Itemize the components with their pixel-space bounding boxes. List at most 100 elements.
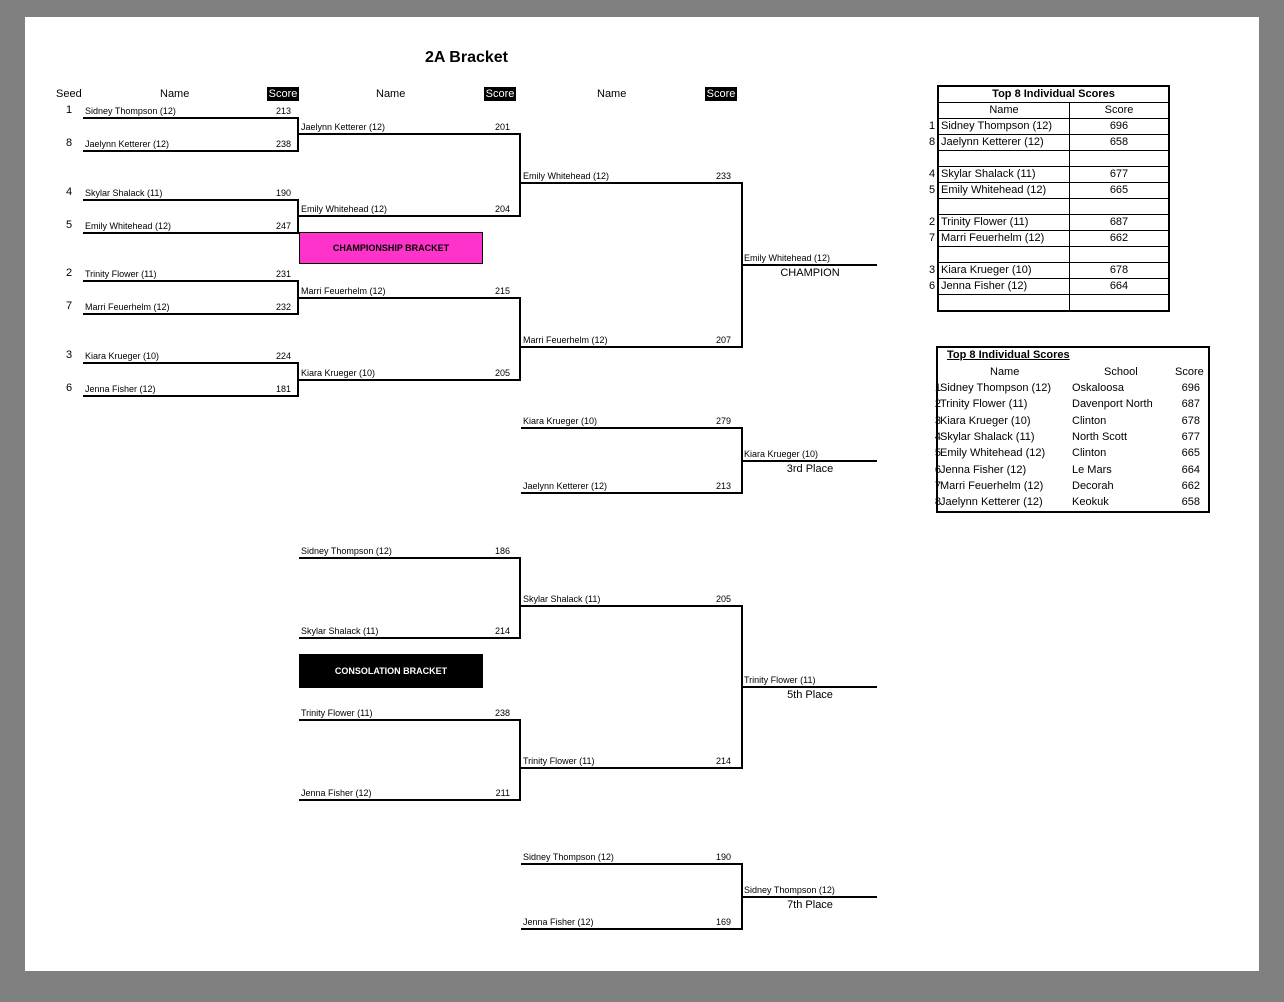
player-name: Kiara Krueger (10) <box>85 351 160 361</box>
player-name-text: Jaelynn Ketterer (12) <box>941 136 1044 148</box>
player-name-text: Emily Whitehead (12) <box>941 184 1047 196</box>
name-header-r1: Name <box>160 88 190 100</box>
player-name: 8 Jaelynn Ketterer (12) <box>929 134 1070 151</box>
bracket-line <box>521 928 743 930</box>
player-name: Marri Feuerhelm (12) <box>301 286 386 296</box>
champion-label: CHAMPION <box>780 267 840 279</box>
player-name: Marri Feuerhelm (12) <box>85 302 170 312</box>
player-name: Trinity Flower (11) <box>85 269 157 279</box>
player-name: Kiara Krueger (10) <box>940 414 1031 427</box>
bracket-line <box>297 117 299 152</box>
seed-rank: 8 <box>929 136 936 148</box>
bracket-line <box>521 605 743 607</box>
player-name: Jenna Fisher (12) <box>940 463 1027 476</box>
fifth-place-winner: Trinity Flower (11) <box>744 675 816 685</box>
player-name-text: Sidney Thompson (12) <box>941 120 1053 132</box>
seed-number: 3 <box>65 349 73 361</box>
bracket-line <box>299 379 521 381</box>
score-column-header: Score <box>1069 102 1170 119</box>
bracket-line <box>521 427 743 429</box>
player-name: Kiara Krueger (10) <box>523 416 598 426</box>
bracket-line <box>83 362 299 364</box>
player-score: 215 <box>494 286 510 296</box>
player-score: 233 <box>715 171 731 181</box>
score: 678 <box>1181 414 1200 427</box>
score: 696 <box>1181 382 1200 394</box>
player-name: Jenna Fisher (12) <box>85 384 156 394</box>
seed-number: 1 <box>65 104 73 116</box>
player-score: 658 <box>1069 134 1170 151</box>
seed-number: 2 <box>65 267 73 279</box>
bracket-line <box>741 182 743 348</box>
school: Clinton <box>1072 414 1107 427</box>
player-name <box>937 150 1070 167</box>
bracket-line <box>83 232 299 234</box>
player-score: 238 <box>275 139 291 149</box>
bracket-line <box>83 199 299 201</box>
player-score: 231 <box>275 269 291 279</box>
table-row: 8 Jaelynn Ketterer (12) 658 <box>929 134 1170 151</box>
player-name: Emily Whitehead (12) <box>301 204 388 214</box>
school: Oskaloosa <box>1072 382 1124 394</box>
bracket-line <box>743 264 877 266</box>
player-name: Sidney Thompson (12) <box>85 106 176 116</box>
player-score <box>1069 246 1170 263</box>
bracket-line <box>519 297 521 381</box>
player-name: Kiara Krueger (10) <box>301 368 376 378</box>
player-name <box>937 294 1070 312</box>
rank: 7 <box>934 479 941 492</box>
seventh-place-winner: Sidney Thompson (12) <box>744 885 835 895</box>
player-name: Marri Feuerhelm (12) <box>523 335 608 345</box>
player-name: Sidney Thompson (12) <box>301 546 392 556</box>
player-score: 677 <box>1069 166 1170 183</box>
rank: 2 <box>934 398 941 411</box>
player-name-text: Jenna Fisher (12) <box>941 280 1028 292</box>
seed-number: 6 <box>65 382 73 394</box>
player-score <box>1069 294 1170 312</box>
bracket-line <box>297 199 299 234</box>
score: 665 <box>1181 447 1200 460</box>
player-score: 279 <box>715 416 731 426</box>
champion-name: Emily Whitehead (12) <box>744 253 831 263</box>
bracket-line <box>741 605 743 769</box>
rank: 3 <box>934 414 941 427</box>
player-name: Emily Whitehead (12) <box>85 221 172 231</box>
player-score: 696 <box>1069 118 1170 135</box>
seed-rank: 4 <box>929 168 936 180</box>
school: Le Mars <box>1072 463 1112 476</box>
score-header-r2: Score <box>484 87 516 101</box>
school-column-header: School <box>1104 366 1138 378</box>
bracket-line <box>521 767 743 769</box>
name-column-header: Name <box>990 366 1020 378</box>
player-score: 201 <box>494 122 510 132</box>
table-row <box>937 198 1170 215</box>
player-score: 205 <box>494 368 510 378</box>
table-row <box>937 294 1170 312</box>
score: 677 <box>1181 430 1200 443</box>
player-name: Emily Whitehead (12) <box>523 171 610 181</box>
bracket-line <box>521 182 743 184</box>
bracket-line <box>743 896 877 898</box>
seed-number: 7 <box>65 300 73 312</box>
player-score: 211 <box>495 788 510 798</box>
bracket-line <box>519 719 521 801</box>
player-name: Sidney Thompson (12) <box>940 382 1052 394</box>
player-name: Skylar Shalack (11) <box>301 626 379 636</box>
player-name: Skylar Shalack (11) <box>523 594 601 604</box>
seventh-place-label: 7th Place <box>787 899 833 911</box>
championship-bracket-banner: CHAMPIONSHIP BRACKET <box>299 232 483 264</box>
player-score: 205 <box>715 594 731 604</box>
player-name: Jaelynn Ketterer (12) <box>940 496 1043 509</box>
player-name: Sidney Thompson (12) <box>523 852 614 862</box>
seed-rank: 3 <box>929 264 936 276</box>
bracket-line <box>83 150 299 152</box>
bracket-line <box>299 557 521 559</box>
player-score: 190 <box>715 852 731 862</box>
